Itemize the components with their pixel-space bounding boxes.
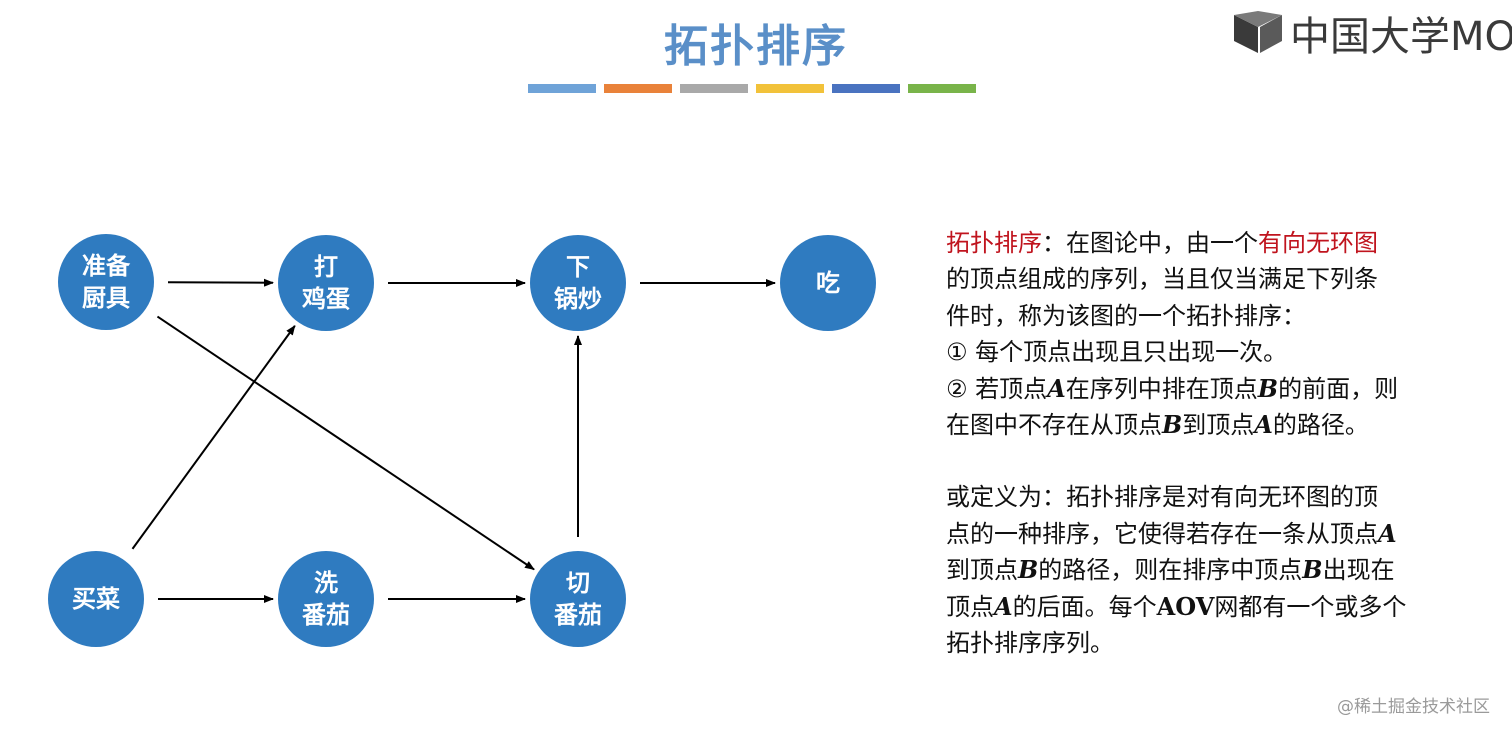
alt-definition-line: 或定义为：拓扑排序是对有向无环图的顶 [946,483,1378,512]
alt-definition-line: 顶点A的后面。每个AOV网都有一个或多个 [946,589,1486,625]
definition-text: 拓扑排序：在图论中，由一个有向无环图 的顶点组成的序列，当且仅当满足下列条 件时… [946,225,1486,661]
node-label: 洗 [314,569,338,597]
alt-definition-line: 拓扑排序序列。 [946,629,1114,658]
vertex-symbol: B [1162,410,1183,440]
vertex-symbol: A [994,591,1013,621]
accent-bar [832,84,900,93]
vertex-symbol: A [1047,373,1066,403]
definition-line: 拓扑排序：在图论中，由一个有向无环图 [946,225,1486,261]
node-circle [278,235,374,331]
text-span: ② 若顶点 [946,374,1048,403]
mooc-logo-icon [1234,11,1282,53]
node-circle [48,551,144,647]
condition-2: ② 若顶点A在序列中排在顶点B的前面，则 [946,371,1486,407]
text-span: 的后面。每个 [1012,592,1157,621]
mooc-logo-text: 中国大学MOOC [1290,14,1512,60]
node-eat: 吃 [780,235,876,331]
watermark: @稀土掘金技术社区 [1337,697,1490,717]
node-cut: 切番茄 [530,551,626,647]
edge-prepare-cut [156,315,535,571]
text-span: ：在图论中，由一个 [1042,229,1258,257]
node-cook: 下锅炒 [530,235,626,331]
vertex-symbol: B [1257,373,1279,403]
page-title: 拓扑排序 [664,21,848,72]
vertex-symbol: B [1302,555,1323,585]
dag-highlight: 有向无环图 [1258,229,1378,257]
node-label: 锅炒 [554,285,602,313]
vertex-symbol: A [1378,518,1397,548]
condition-1: ① 每个顶点出现且只出现一次。 [946,338,1288,367]
text-span: 顶点 [946,592,994,621]
node-circle [530,551,626,647]
node-circle [780,235,876,331]
node-wash: 洗番茄 [278,551,374,647]
edge-buy-beat [131,325,296,550]
node-label: 买菜 [72,585,120,613]
text-span: 的路径。 [1272,411,1369,440]
node-label: 鸡蛋 [301,285,350,313]
paragraph-gap [946,443,1486,479]
vertex-symbol: A [1254,410,1273,440]
node-circle [58,234,154,330]
definition-line: 的顶点组成的序列，当且仅当满足下列条 [946,265,1378,294]
text-span: 在图中不存在从顶点 [946,411,1162,440]
node-circle [530,235,626,331]
text-span: 在序列中排在顶点 [1065,374,1258,403]
text-span: 网都有一个或多个 [1214,592,1407,621]
alt-definition-line: 到顶点B的路径，则在排序中顶点B出现在 [946,552,1486,588]
aov-term: AOV [1156,591,1215,621]
node-buy: 买菜 [48,551,144,647]
accent-bar [756,84,824,93]
accent-bar [908,84,976,93]
node-label: 厨具 [82,284,130,312]
text-span: 的前面，则 [1278,374,1399,403]
accent-bar [528,84,596,93]
node-label: 打 [314,253,338,281]
definition-line: 件时，称为该图的一个拓扑排序： [946,301,1306,330]
node-label: 番茄 [301,601,350,629]
text-span: 点的一种排序，它使得若存在一条从顶点 [946,519,1378,548]
term-highlight: 拓扑排序 [946,229,1042,257]
node-label: 吃 [816,269,840,297]
text-span: 到顶点 [1182,411,1255,440]
accent-bar [604,84,672,93]
node-label: 番茄 [553,601,602,629]
node-label: 下 [566,253,590,281]
vertex-symbol: B [1018,555,1039,585]
node-label: 准备 [82,252,131,280]
mooc-logo: 中国大学MOOC [1232,4,1512,62]
alt-definition-line: 点的一种排序，它使得若存在一条从顶点A [946,516,1486,552]
node-beat: 打鸡蛋 [278,235,374,331]
condition-2-cont: 在图中不存在从顶点B到顶点A的路径。 [946,407,1486,443]
text-span: 出现在 [1322,556,1395,585]
text-span: 到顶点 [946,556,1018,585]
node-label: 切 [566,569,590,597]
text-span: 的路径，则在排序中顶点 [1038,556,1303,585]
node-circle [278,551,374,647]
accent-bar [680,84,748,93]
